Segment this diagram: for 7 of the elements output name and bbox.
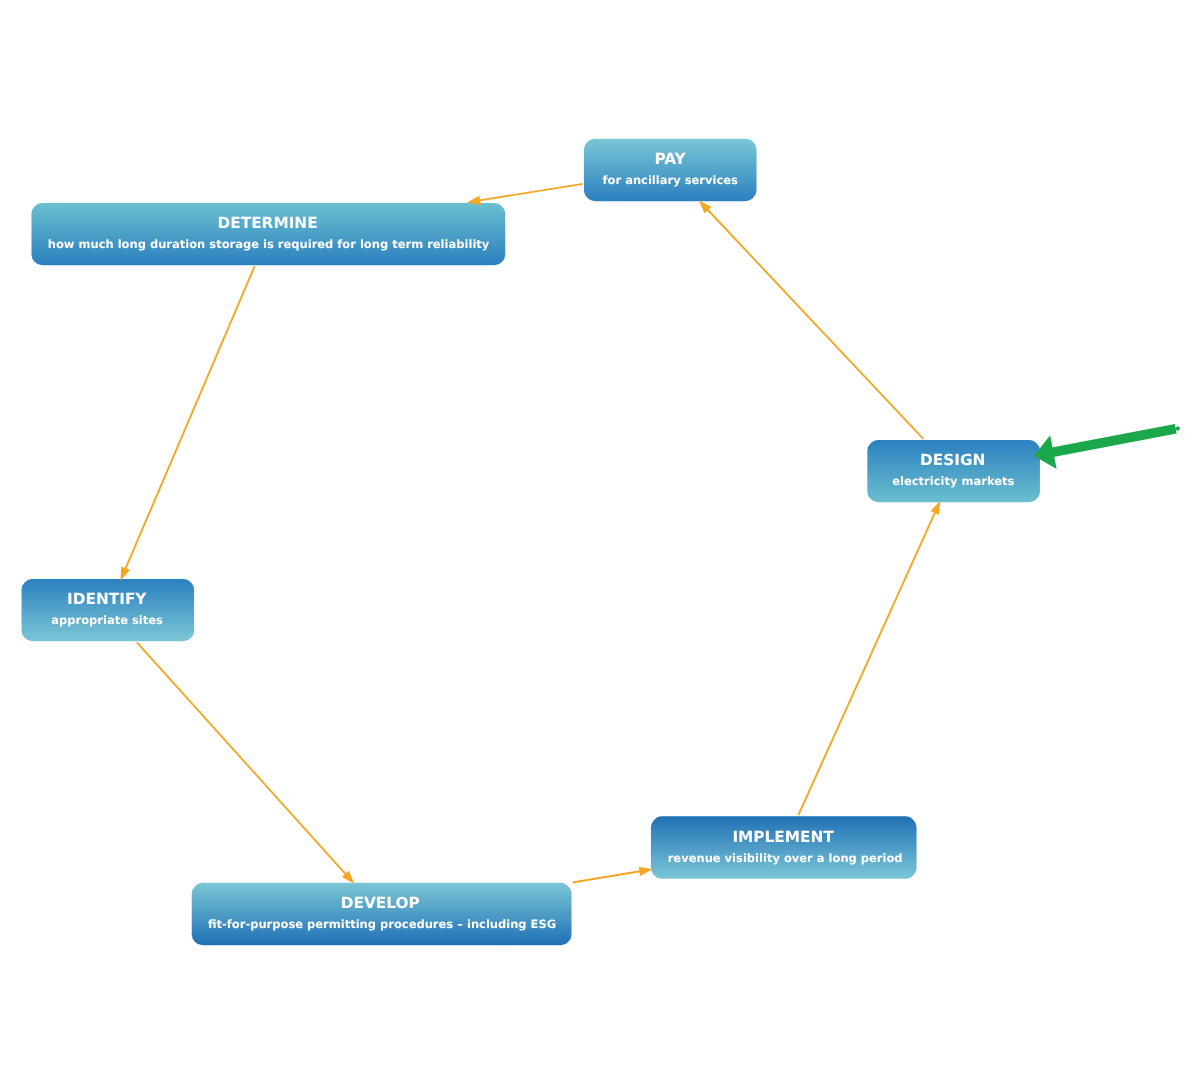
arrow bbox=[466, 182, 584, 205]
arrow bbox=[1034, 424, 1177, 470]
arrow bbox=[120, 265, 256, 581]
arrow bbox=[571, 866, 653, 884]
arrow bbox=[797, 500, 941, 817]
arrow bbox=[135, 641, 355, 884]
arrow bbox=[698, 200, 925, 440]
